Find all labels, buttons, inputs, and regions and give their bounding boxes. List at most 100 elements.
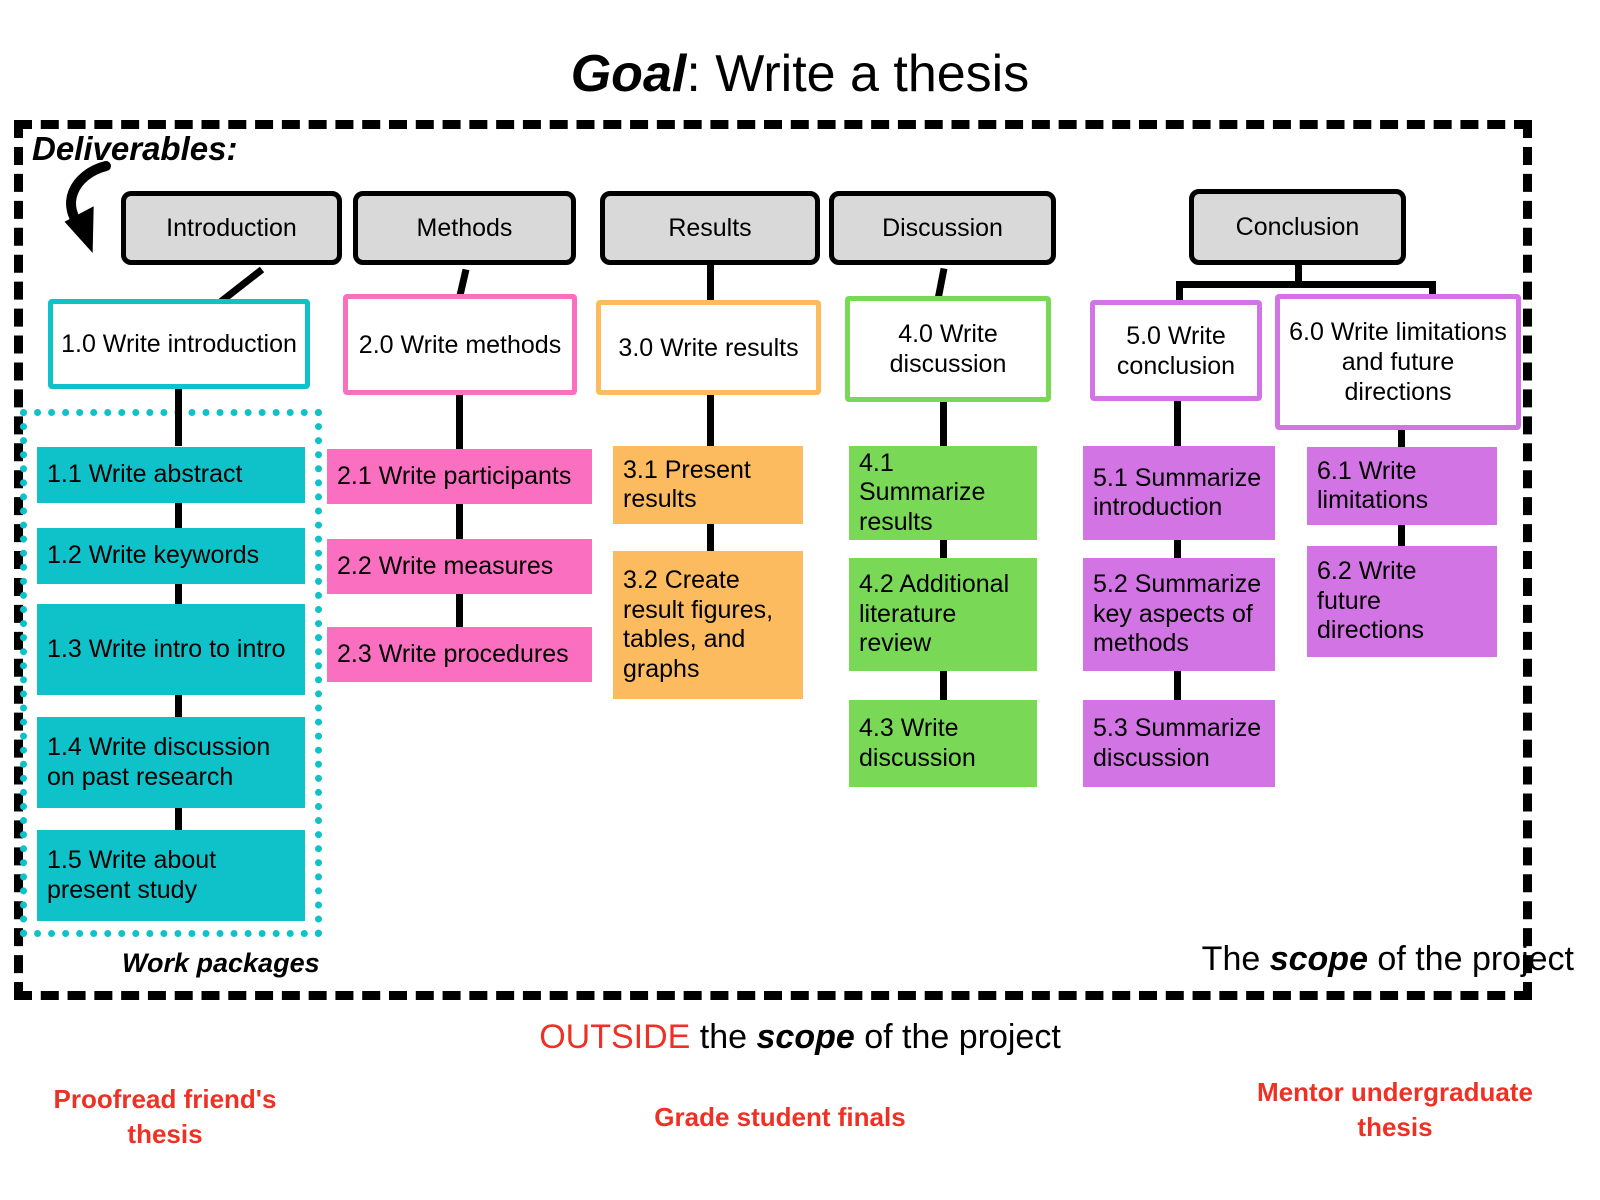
outside-scope-emphasis: scope — [756, 1018, 855, 1056]
task-2-3[interactable]: 2.3 Write procedures — [327, 627, 592, 682]
level1-box-6-0[interactable]: 6.0 Write limitations and future directi… — [1275, 294, 1521, 430]
connector-5-0-to-5-1 — [1174, 401, 1181, 446]
connector-6-0-to-6-1 — [1398, 430, 1405, 447]
task-label: 2.2 Write measures — [337, 551, 554, 580]
work-packages-group-border — [20, 409, 322, 937]
connector-3-1-to-3-2 — [707, 524, 714, 551]
task-1-5[interactable]: 1.5 Write about present study — [37, 830, 305, 921]
deliverable-methods[interactable]: Methods — [353, 191, 576, 265]
task-2-1[interactable]: 2.1 Write participants — [327, 449, 592, 504]
deliverable-discussion[interactable]: Discussion — [829, 191, 1056, 265]
deliverable-conclusion[interactable]: Conclusion — [1189, 189, 1406, 265]
outside-item-label: Mentor undergraduate thesis — [1257, 1077, 1533, 1143]
level1-label: 6.0 Write limitations and future directi… — [1289, 318, 1507, 406]
deliverables-label: Deliverables: — [32, 130, 238, 167]
deliverable-introduction[interactable]: Introduction — [121, 191, 342, 265]
outside-scope-item-mentor: Mentor undergraduate thesis — [1225, 1075, 1565, 1145]
task-3-1[interactable]: 3.1 Present results — [613, 446, 803, 524]
task-label: 1.1 Write abstract — [47, 460, 243, 489]
connector-5-1-to-5-2 — [1174, 540, 1181, 558]
level1-label: 4.0 Write discussion — [889, 320, 1007, 378]
task-label: 1.5 Write about present study — [47, 846, 217, 904]
connector-3-0-to-3-1 — [707, 395, 714, 446]
outside-item-label: Proofread friend's thesis — [53, 1084, 277, 1150]
task-label: 5.1 Summarize introduction — [1093, 463, 1262, 522]
level1-box-1-0[interactable]: 1.0 Write introduction — [48, 299, 310, 389]
scope-pre: The — [1201, 940, 1270, 978]
outside-scope-item-grade: Grade student finals — [620, 1100, 940, 1135]
connector-2-2-to-2-3 — [456, 594, 463, 627]
task-label: 1.4 Write discussion on past research — [47, 733, 271, 791]
task-label: 4.2 Additional literature review — [859, 570, 1010, 658]
connector-conclusion-left — [1176, 281, 1183, 305]
task-6-2[interactable]: 6.2 Write future directions — [1307, 546, 1497, 657]
scope-inside-label: The scope of the project — [1202, 940, 1574, 979]
connector-1-1-to-1-2 — [175, 503, 182, 528]
deliverable-label: Conclusion — [1235, 212, 1360, 241]
connector-conclusion-right — [1429, 281, 1436, 305]
work-packages-label: Work packages — [122, 948, 320, 978]
task-label: 1.3 Write intro to intro — [47, 634, 286, 663]
task-label: 3.2 Create result figures, tables, and g… — [623, 566, 774, 683]
connector-4-2-to-4-3 — [940, 671, 947, 700]
connector-4-1-to-4-2 — [940, 540, 947, 558]
connector-1-2-to-1-3 — [175, 584, 182, 604]
connector-2-1-to-2-2 — [456, 504, 463, 539]
level1-box-3-0[interactable]: 3.0 Write results — [596, 300, 821, 395]
task-5-2[interactable]: 5.2 Summarize key aspects of methods — [1083, 558, 1275, 671]
connector-1-4-to-1-5 — [175, 808, 182, 830]
scope-emphasis: scope — [1269, 940, 1368, 978]
level1-label: 5.0 Write conclusion — [1116, 321, 1236, 380]
goal-rest: : Write a thesis — [686, 45, 1030, 103]
outside-mid: the — [690, 1018, 757, 1056]
task-label: 1.2 Write keywords — [47, 541, 260, 570]
deliverable-label: Methods — [416, 213, 513, 242]
task-4-3[interactable]: 4.3 Write discussion — [849, 700, 1037, 787]
task-4-2[interactable]: 4.2 Additional literature review — [849, 558, 1037, 671]
task-label: 6.2 Write future directions — [1317, 557, 1424, 645]
project-scope-frame — [14, 120, 1532, 1000]
connector-5-2-to-5-3 — [1174, 671, 1181, 700]
deliverable-label: Discussion — [882, 213, 1003, 242]
level1-label: 1.0 Write introduction — [61, 330, 297, 358]
connector-2-0-to-2-1 — [456, 395, 463, 449]
level1-box-2-0[interactable]: 2.0 Write methods — [343, 294, 577, 395]
connector-1-0-to-1-1 — [175, 389, 182, 446]
connector-results — [707, 264, 714, 300]
deliverable-label: Introduction — [166, 213, 297, 242]
level1-label: 2.0 Write methods — [358, 330, 562, 359]
task-5-3[interactable]: 5.3 Summarize discussion — [1083, 700, 1275, 787]
scope-post: of the project — [1367, 940, 1574, 978]
task-1-1[interactable]: 1.1 Write abstract — [37, 447, 305, 503]
task-label: 6.1 Write limitations — [1317, 456, 1429, 515]
task-label: 2.1 Write participants — [337, 461, 572, 490]
connector-4-0-to-4-1 — [940, 402, 947, 446]
level1-box-4-0[interactable]: 4.0 Write discussion — [845, 296, 1051, 402]
outside-scope-title: OUTSIDE the scope of the project — [0, 1018, 1600, 1057]
task-label: 3.1 Present results — [623, 455, 751, 514]
outside-keyword: OUTSIDE — [539, 1018, 691, 1056]
task-5-1[interactable]: 5.1 Summarize introduction — [1083, 446, 1275, 540]
task-label: 5.2 Summarize key aspects of methods — [1093, 570, 1262, 658]
task-2-2[interactable]: 2.2 Write measures — [327, 539, 592, 594]
level1-label: 3.0 Write results — [618, 333, 799, 362]
task-label: 4.3 Write discussion — [859, 714, 976, 772]
connector-conclusion-stem — [1295, 264, 1302, 288]
connector-1-3-to-1-4 — [175, 695, 182, 717]
task-1-2[interactable]: 1.2 Write keywords — [37, 528, 305, 584]
outside-item-label: Grade student finals — [654, 1102, 906, 1132]
curved-arrow-icon — [64, 161, 111, 253]
level1-box-5-0[interactable]: 5.0 Write conclusion — [1090, 300, 1262, 401]
task-1-4[interactable]: 1.4 Write discussion on past research — [37, 717, 305, 808]
task-3-2[interactable]: 3.2 Create result figures, tables, and g… — [613, 551, 803, 699]
deliverable-label: Results — [668, 213, 752, 242]
task-6-1[interactable]: 6.1 Write limitations — [1307, 447, 1497, 525]
outside-scope-item-proofread: Proofread friend's thesis — [30, 1082, 300, 1152]
task-4-1[interactable]: 4.1 Summarize results — [849, 446, 1037, 540]
page-title: Goal: Write a thesis — [0, 44, 1600, 104]
task-1-3[interactable]: 1.3 Write intro to intro — [37, 604, 305, 695]
connector-conclusion-bar — [1176, 281, 1436, 288]
connector-6-1-to-6-2 — [1398, 525, 1405, 546]
deliverable-results[interactable]: Results — [600, 191, 820, 265]
